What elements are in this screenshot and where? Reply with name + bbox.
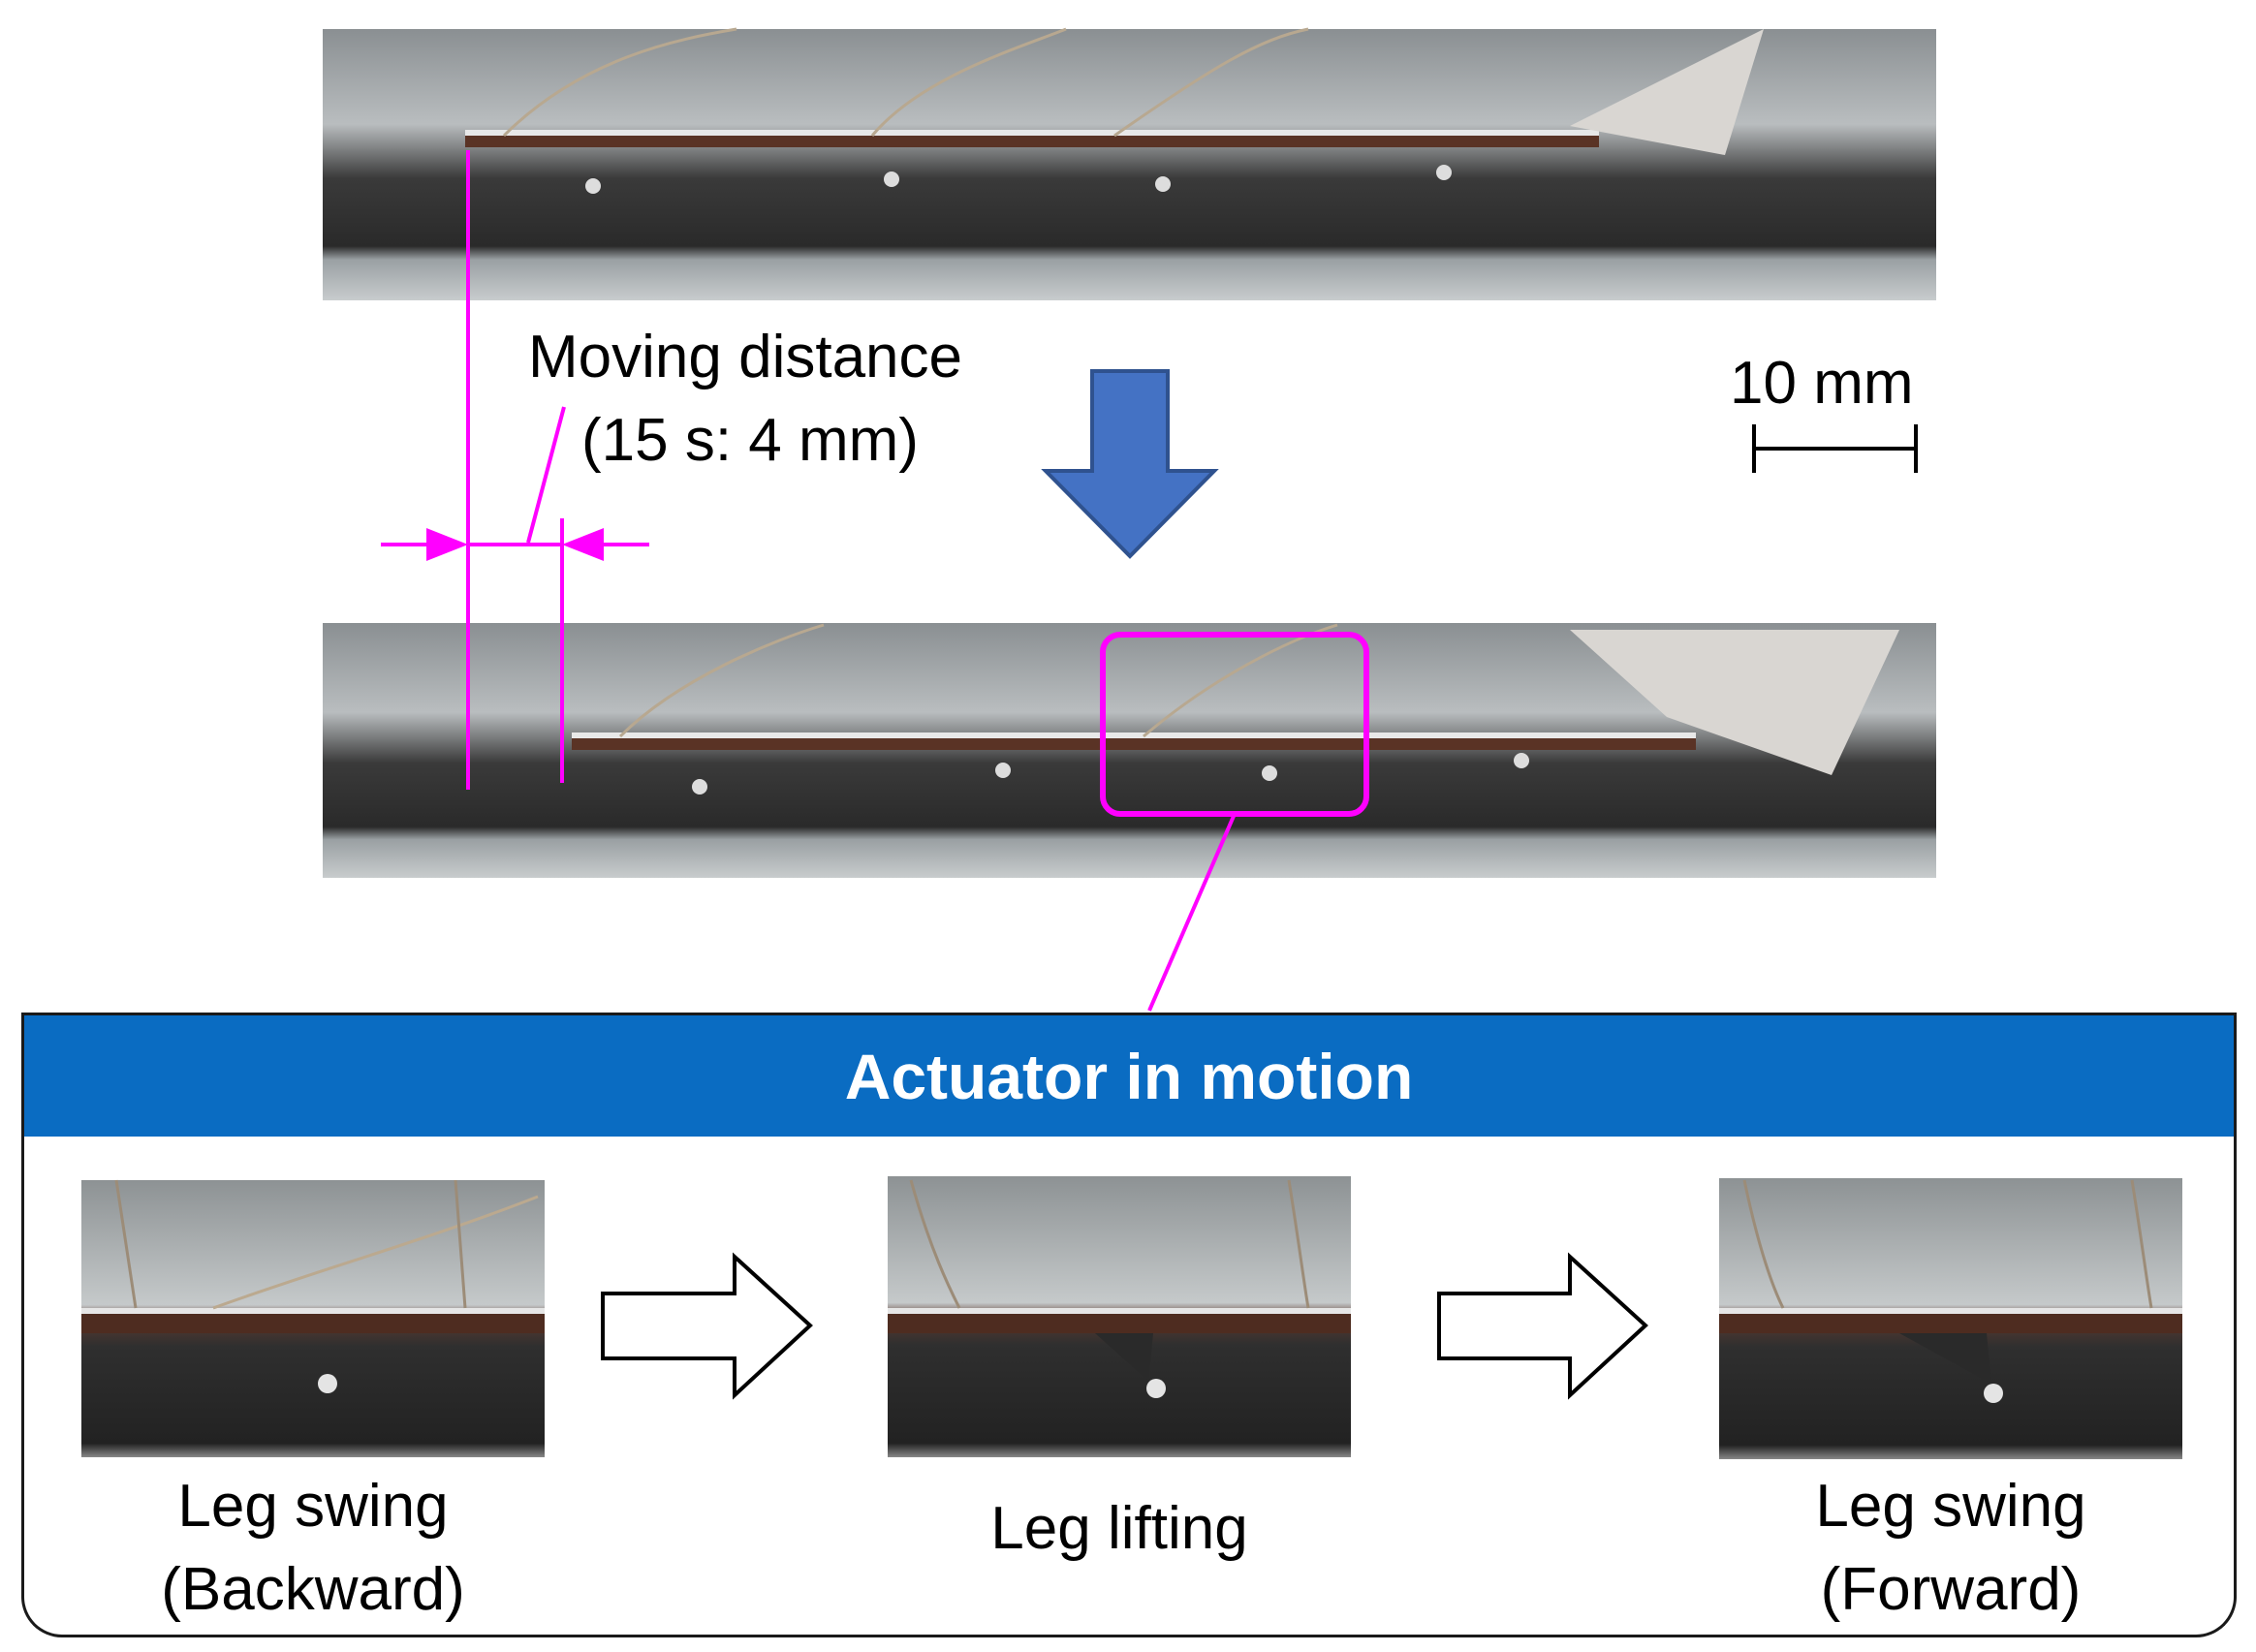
scale-bar [1752,424,1918,473]
scale-bar-label: 10 mm [1730,350,1914,417]
step-1-sublabel: (Backward) [161,1556,465,1623]
step-photo-forward-overlay [1719,1178,2182,1459]
panel-header: Actuator in motion [21,1013,2237,1137]
top-photo [323,27,1936,300]
bottom-photo [323,623,1936,878]
step-photo-backward-overlay [81,1179,545,1457]
moving-distance-label: Moving distance [528,324,963,390]
step-1-label: Leg swing [177,1473,449,1540]
panel-title: Actuator in motion [844,1040,1414,1112]
down-arrow [1041,369,1219,559]
step-3-sublabel: (Forward) [1820,1556,2082,1623]
step-photo-lifting-overlay [888,1176,1351,1457]
moving-distance-marker [381,150,649,790]
highlight-connector [1147,813,1237,1012]
step-arrow-2 [1437,1252,1648,1400]
step-2-label: Leg lifting [990,1495,1248,1562]
moving-distance-value: (15 s: 4 mm) [581,407,919,474]
step-3-label: Leg swing [1815,1473,2086,1540]
step-arrow-1 [601,1252,813,1400]
